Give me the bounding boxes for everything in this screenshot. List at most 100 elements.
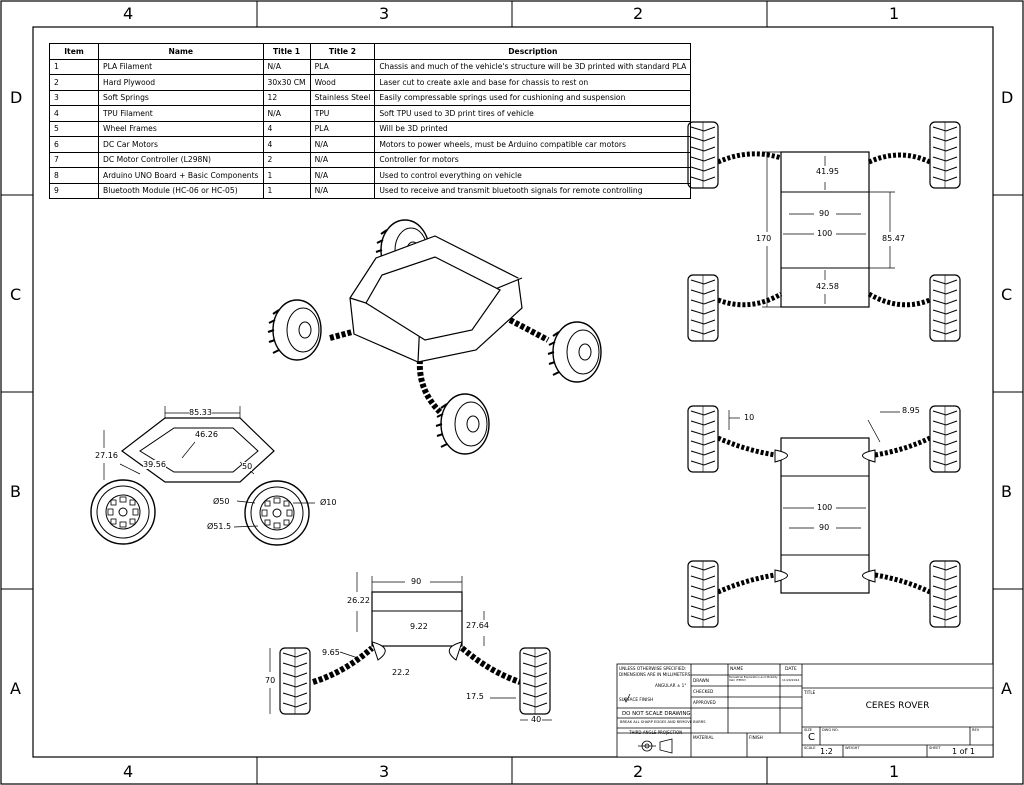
cell-name: Bluetooth Module (HC-06 or HC-05) <box>98 182 264 199</box>
tb-checked: CHECKED <box>693 689 714 694</box>
dimension-label: 26.22 <box>347 596 370 605</box>
dimension-label: 90 <box>411 577 422 586</box>
tb-weight-label: WEIGHT <box>845 746 860 750</box>
cell-title-2: N/A <box>309 182 376 199</box>
bottom-view <box>687 405 961 628</box>
dimension-label: 90 <box>819 523 830 532</box>
dimension-label: 170 <box>756 234 772 243</box>
cell-title-1: N/A <box>262 105 311 122</box>
tb-sheet: 1 of 1 <box>952 747 975 756</box>
cell-name: Hard Plywood <box>98 74 264 91</box>
tb-title-label: TITLE <box>804 690 816 695</box>
tb-size: C <box>808 732 815 743</box>
zone-col-4-bottom: 4 <box>123 762 134 781</box>
cell-description: Will be 3D printed <box>374 120 692 137</box>
header-description: Description <box>374 43 692 60</box>
dimension-label: Ø50 <box>213 497 230 506</box>
dimension-label: Ø51.5 <box>207 522 232 531</box>
cell-name: PLA Filament <box>98 58 264 75</box>
isometric-view <box>267 219 602 455</box>
tb-finish: FINISH <box>749 735 763 740</box>
cell-item: 5 <box>49 120 99 137</box>
tb-size-label: SIZE <box>804 728 813 732</box>
cell-title-2: TPU <box>309 105 376 122</box>
dimension-label: 10 <box>744 413 755 422</box>
tb-do-not-scale: DO NOT SCALE DRAWING <box>622 711 691 717</box>
cell-title-1: 4 <box>262 136 311 153</box>
zone-row-c-right: C <box>1001 285 1013 304</box>
dimension-label: 8.95 <box>902 406 920 415</box>
header-item: Item <box>49 43 99 60</box>
side-view <box>90 406 315 546</box>
cell-name: DC Motor Controller (L298N) <box>98 151 264 168</box>
tb-name-header: NAME <box>730 667 744 672</box>
cell-title-1: 30x30 CM <box>262 74 311 91</box>
cell-description: Laser cut to create axle and base for ch… <box>374 74 692 91</box>
header-title-2: Title 2 <box>309 43 376 60</box>
zone-row-a-right: A <box>1001 679 1012 698</box>
dimension-label: 27.16 <box>95 451 118 460</box>
tb-drawn: DRAWN <box>693 678 709 683</box>
tb-dwg-label: DWG NO. <box>822 728 839 732</box>
dimension-label: 100 <box>817 229 833 238</box>
cell-description: Easily compressable springs used for cus… <box>374 89 692 106</box>
cell-title-1: 1 <box>262 182 311 199</box>
tb-date-header: DATE <box>785 667 797 672</box>
cell-item: 1 <box>49 58 99 75</box>
dimension-label: 40 <box>531 715 542 724</box>
cell-name: Wheel Frames <box>98 120 264 137</box>
dimension-label: 90 <box>819 209 830 218</box>
dimension-label: 9.65 <box>322 648 340 657</box>
cell-description: Used to control everything on vehicle <box>374 167 692 184</box>
header-title-1: Title 1 <box>262 43 311 60</box>
cell-item: 8 <box>49 167 99 184</box>
cell-item: 6 <box>49 136 99 153</box>
cell-name: Arduino UNO Board + Basic Components <box>98 167 264 184</box>
table-header-row: Item Name Title 1 Title 2 Description <box>49 43 692 60</box>
dimension-label: 100 <box>817 503 833 512</box>
cell-title-1: 12 <box>262 89 311 106</box>
dimension-label: 46.26 <box>195 430 218 439</box>
cell-description: Motors to power wheels, must be Arduino … <box>374 136 692 153</box>
cell-description: Used to receive and transmit bluetooth s… <box>374 182 692 199</box>
front-view <box>269 572 552 721</box>
dimension-label: 41.95 <box>816 167 839 176</box>
title-block <box>616 663 994 758</box>
zone-row-d-left: D <box>10 88 23 107</box>
tb-dims-in: DIMENSIONS ARE IN MILLIMETERS <box>619 672 691 677</box>
dimension-label: 27.64 <box>466 621 489 630</box>
cell-title-2: Stainless Steel <box>309 89 376 106</box>
cell-name: TPU Filament <box>98 105 264 122</box>
zone-col-3-bottom: 3 <box>379 762 390 781</box>
tb-scale: 1:2 <box>820 747 833 756</box>
dimension-label: 39.56 <box>143 460 166 469</box>
dimension-label: 70 <box>265 676 276 685</box>
tb-surface: SURFACE FINISH <box>619 697 654 702</box>
cell-title-2: PLA <box>309 58 376 75</box>
cell-item: 2 <box>49 74 99 91</box>
zone-col-2-top: 2 <box>633 4 644 23</box>
tb-drawn-name: Terrestrial Exploration and Mobility Veh… <box>729 675 778 683</box>
tb-scale-label: SCALE <box>804 746 816 750</box>
zone-col-1-bottom: 1 <box>889 762 900 781</box>
tb-material: MATERIAL <box>693 735 714 740</box>
cell-item: 9 <box>49 182 99 199</box>
dimension-label: 85.47 <box>882 234 905 243</box>
zone-col-1-top: 1 <box>889 4 900 23</box>
cell-item: 4 <box>49 105 99 122</box>
zone-row-d-right: D <box>1001 88 1014 107</box>
tb-projection: THIRD ANGLE PROJECTION <box>629 730 683 735</box>
dimension-label: Ø10 <box>320 498 337 507</box>
cell-title-2: Wood <box>309 74 376 91</box>
cell-description: Controller for motors <box>374 151 692 168</box>
cell-name: Soft Springs <box>98 89 264 106</box>
tb-unless: UNLESS OTHERWISE SPECIFIED: <box>619 666 687 671</box>
dimension-label: 22.2 <box>392 668 410 677</box>
